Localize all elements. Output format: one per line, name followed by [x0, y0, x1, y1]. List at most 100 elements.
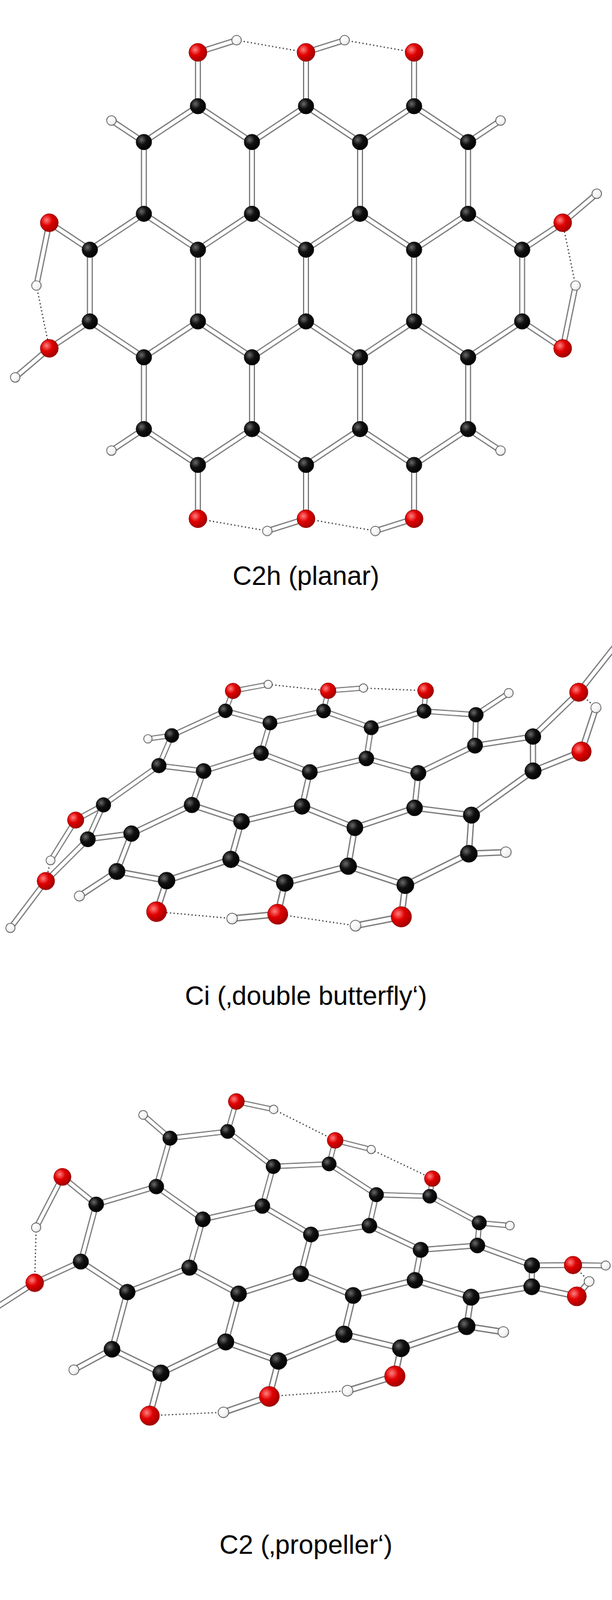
bond-outline — [465, 357, 471, 430]
bond-fill — [360, 429, 414, 465]
bond-fill — [562, 285, 576, 349]
bond — [143, 142, 144, 215]
bond-outline — [252, 213, 306, 250]
carbon-atom — [322, 1156, 337, 1172]
hydrogen-atom — [31, 280, 42, 291]
bond — [414, 249, 415, 322]
bond-fill — [418, 745, 475, 774]
bond-group — [0, 1101, 606, 1416]
oxygen-atom — [384, 1366, 405, 1387]
carbon-atom — [190, 241, 206, 258]
bond-fill — [252, 213, 306, 250]
bond-outline — [103, 765, 159, 806]
bond-fill — [306, 106, 360, 143]
hydrogen-bond — [371, 1149, 433, 1179]
bond — [160, 1342, 226, 1374]
bond-outline — [303, 249, 309, 322]
carbon-atom — [244, 349, 260, 366]
bond-fill — [471, 771, 534, 816]
carbon-atom — [472, 1215, 487, 1230]
bond-group — [15, 40, 597, 531]
carbon-atom — [422, 1189, 437, 1204]
carbon-atom — [468, 707, 484, 723]
hydrogen-atom — [505, 1221, 515, 1231]
bond — [202, 1206, 263, 1220]
bond-fill — [424, 711, 476, 715]
bond — [414, 429, 468, 465]
bond-outline — [411, 249, 417, 322]
oxygen-atom — [37, 872, 55, 890]
bond-outline — [144, 429, 198, 465]
bond-fill — [169, 1131, 228, 1139]
bond-fill — [329, 1164, 377, 1195]
bond-outline — [273, 1164, 329, 1167]
bond — [127, 1267, 190, 1293]
bond-fill — [412, 249, 416, 322]
carbon-atom — [136, 349, 152, 366]
hydrogen-bond — [344, 40, 414, 53]
double-butterfly-molecule — [6, 637, 612, 933]
carbon-atom — [103, 1341, 120, 1358]
carbon-atom — [190, 98, 206, 114]
bond — [144, 106, 198, 143]
bond-fill — [81, 1204, 97, 1262]
bond-fill — [376, 1194, 430, 1197]
bond-outline — [252, 321, 306, 358]
bond-fill — [414, 106, 468, 143]
bond-outline — [414, 213, 468, 250]
bond-outline — [329, 1164, 377, 1195]
bond-fill — [306, 213, 360, 250]
oxygen-atom — [320, 682, 336, 699]
hydrogen-atom — [264, 680, 273, 689]
carbon-atom — [346, 819, 363, 836]
bond — [429, 1196, 479, 1223]
carbon-atom — [352, 134, 368, 150]
bond-outline — [252, 429, 306, 465]
oxygen-atom — [564, 1256, 582, 1274]
bond-outline — [87, 249, 93, 322]
bond-fill — [414, 429, 468, 465]
bond-fill — [358, 142, 362, 215]
bond-fill — [348, 866, 405, 886]
carbon-atom — [80, 831, 96, 847]
bond — [252, 213, 306, 250]
bond-outline — [241, 806, 303, 822]
bond — [306, 213, 360, 250]
hydrogen-atom — [106, 445, 117, 456]
bond-fill — [369, 1225, 421, 1250]
hydrogen-atom — [339, 35, 350, 45]
carbon-atom — [316, 703, 331, 719]
bond-outline — [420, 1245, 477, 1250]
bond-fill — [198, 321, 252, 358]
bond — [310, 1225, 369, 1235]
carbon-atom — [119, 1284, 135, 1301]
bond — [103, 765, 159, 806]
hydrogen-atom — [269, 1105, 278, 1114]
bond-fill — [90, 321, 144, 358]
carbon-atom — [151, 758, 167, 773]
bond — [468, 142, 469, 215]
carbon-atom — [396, 876, 414, 894]
bond-outline — [278, 1334, 344, 1361]
bond — [198, 213, 252, 250]
bond — [306, 106, 360, 143]
carbon-atom — [184, 797, 200, 813]
oxygen-atom — [40, 213, 59, 232]
oxygen-atom — [405, 43, 423, 62]
bond — [198, 106, 252, 143]
carbon-atom — [352, 349, 368, 366]
bond-fill — [144, 321, 198, 358]
oxygen-atom — [571, 742, 592, 762]
bond-fill — [156, 1186, 203, 1220]
bond — [360, 106, 414, 143]
bond — [231, 859, 285, 884]
carbon-atom — [392, 1339, 410, 1358]
bond — [371, 711, 425, 728]
carbon-atom — [364, 720, 379, 735]
bond — [89, 249, 90, 322]
hydrogen-atom — [231, 35, 242, 45]
bond-outline — [227, 1131, 273, 1167]
carbon-atom — [190, 313, 206, 330]
bond-outline — [166, 859, 231, 881]
carbon-atom — [158, 872, 176, 890]
